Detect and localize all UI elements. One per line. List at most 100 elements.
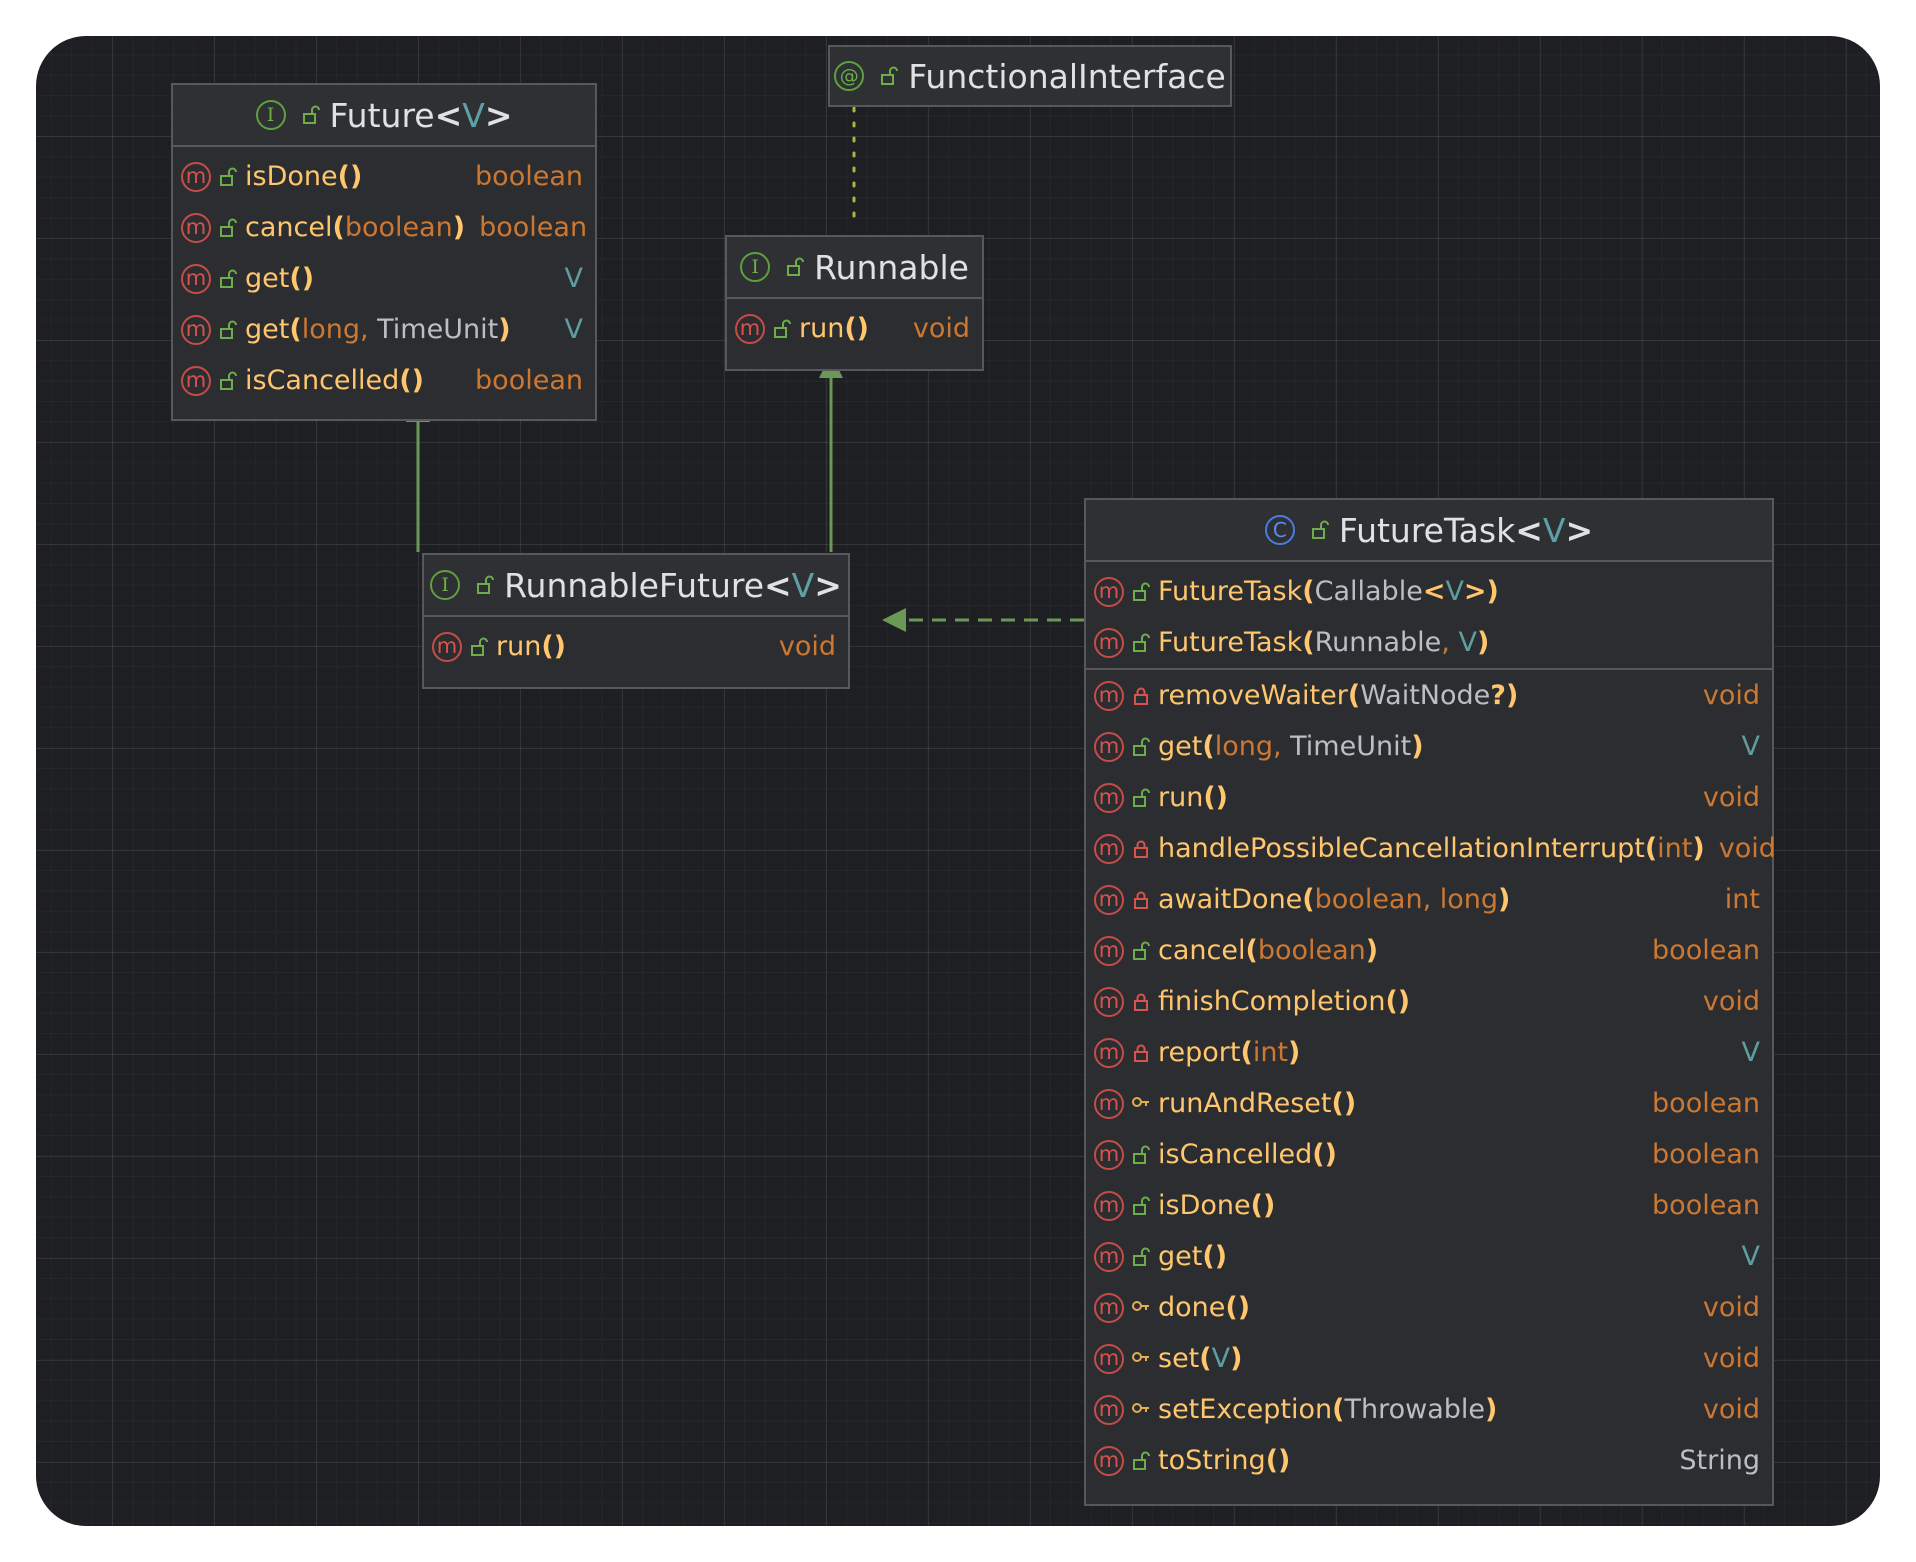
public-icon: [1133, 1196, 1150, 1215]
paren-open: (: [1312, 1139, 1325, 1170]
title-token: <: [434, 95, 463, 135]
param-token: int: [1252, 1037, 1289, 1068]
node-title: FunctionalInterface: [908, 57, 1226, 96]
public-icon: [220, 269, 237, 288]
return-type: boolean: [1652, 935, 1760, 966]
method-name: removeWaiter: [1158, 680, 1348, 711]
private-lock-icon: [1134, 993, 1148, 1011]
method-icon: m: [1094, 1088, 1124, 1119]
paren-close: ): [1397, 986, 1411, 1017]
method-icon: m: [1094, 884, 1124, 915]
public-icon: [787, 257, 805, 276]
method-name: report: [1158, 1037, 1241, 1068]
method-params: (Callable<V>): [1302, 576, 1499, 607]
title-token: V: [462, 95, 485, 135]
private-lock-icon: [1134, 891, 1148, 909]
method-name: done: [1158, 1292, 1226, 1323]
protected-key-icon: [1132, 1402, 1149, 1413]
method-icon: m: [1094, 1139, 1124, 1170]
return-type: V: [1741, 731, 1760, 762]
paren-open: (: [1245, 935, 1258, 966]
method-icon: m: [1094, 1343, 1124, 1374]
title-token: <: [764, 565, 792, 605]
return-type: void: [1702, 680, 1760, 711]
paren-open: (: [1265, 1445, 1279, 1476]
public-icon: [220, 167, 237, 186]
method-params: (boolean): [332, 212, 465, 243]
param-token: long: [301, 314, 360, 345]
node-functional-interface[interactable]: @ FunctionalInterface: [828, 45, 1232, 107]
return-type: void: [1702, 1292, 1760, 1323]
public-icon: [477, 575, 495, 594]
public-icon: [471, 637, 488, 656]
paren-close: ): [1288, 1037, 1301, 1068]
method-name: run: [496, 631, 542, 662]
method-icon: m: [1094, 1394, 1124, 1425]
param-token: boolean: [344, 212, 453, 243]
method-name: run: [799, 313, 845, 344]
method-icon: m: [1094, 731, 1124, 762]
method-params: (): [1251, 1190, 1276, 1221]
param-token: ,: [1422, 884, 1440, 915]
title-token: RunnableFuture: [504, 565, 765, 605]
param-token: TimeUnit: [1290, 731, 1412, 762]
protected-key-icon: [1132, 1351, 1149, 1362]
param-token: >: [1463, 576, 1487, 607]
node-title: Runnable: [814, 248, 969, 287]
return-type: void: [1718, 833, 1776, 864]
title-token: FutureTask: [1338, 510, 1516, 550]
param-token: V: [1458, 627, 1477, 658]
method-icon: m: [1094, 782, 1124, 813]
method-name: get: [1158, 731, 1203, 762]
method-icon: m: [1094, 833, 1124, 864]
method-name: isDone: [245, 161, 338, 192]
interface-icon: I: [740, 252, 771, 282]
method-params: (int): [1645, 833, 1705, 864]
method-name: FutureTask: [1158, 627, 1303, 658]
method-icon: m: [181, 212, 211, 243]
node-title: Future<V>: [330, 96, 513, 135]
paren-close: ): [1230, 1343, 1243, 1374]
paren-open: (: [844, 313, 857, 344]
method-name: get: [1158, 1241, 1203, 1272]
paren-open: (: [289, 314, 302, 345]
method-name: FutureTask: [1158, 576, 1303, 607]
public-icon: [1133, 737, 1150, 756]
method-params: (Throwable): [1332, 1394, 1497, 1425]
method-icon: m: [1094, 680, 1124, 711]
public-icon: [1133, 1145, 1150, 1164]
method-name: get: [245, 314, 290, 345]
public-icon: [1133, 941, 1150, 960]
